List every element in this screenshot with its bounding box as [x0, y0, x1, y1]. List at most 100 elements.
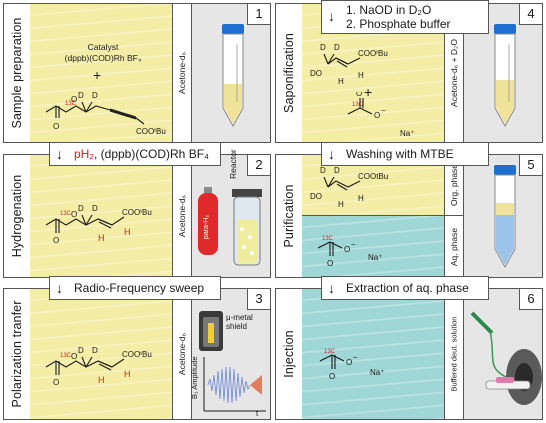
- plus-sign: +: [364, 84, 373, 100]
- coo-tbu: COOᵗBu: [122, 208, 152, 217]
- solvent-label: Acetone-d₆ + D₂O: [449, 39, 459, 107]
- molecule-acetate: O O − 13C Na⁺: [317, 236, 382, 268]
- hydrogen-1: H: [338, 200, 344, 209]
- carbonyl-o: O: [53, 378, 59, 387]
- extraction-text: Extraction of aq. phase: [346, 281, 469, 295]
- panel-number: 6: [519, 289, 542, 310]
- sodium-ion: Na⁺: [400, 129, 414, 138]
- carboxylate-o: O: [344, 245, 350, 254]
- rf-sweep-text: Radio-Frequency sweep: [74, 281, 205, 295]
- panel-label: Saponification: [282, 33, 296, 113]
- carboxylate-o: O: [346, 358, 352, 367]
- panel-content: Catalyst (dppb)(COD)Rh BF₄ + O O 13C D D…: [30, 4, 174, 142]
- reactor-icon: [232, 189, 262, 266]
- hydrogen-2: H: [358, 71, 364, 80]
- axis-y-label: B₁ Amplitude: [190, 356, 199, 399]
- mri-injection-icon: [470, 311, 542, 405]
- solvent-strip: Acetone-d₆: [172, 4, 192, 142]
- hydrogen-1: H: [98, 375, 105, 385]
- solvent-strip: Acetone-d₆: [172, 155, 192, 277]
- step-saponification-reagents: ↓ 1. NaOD in D₂O 2. Phosphate buffer: [321, 0, 489, 34]
- coo-tbu: COOᵗBu: [136, 127, 166, 136]
- carbonyl-o: O: [356, 92, 362, 98]
- c13-label: 13C: [324, 349, 336, 355]
- coo-tbu: COOtBu: [358, 172, 388, 181]
- step-hydrogenation-reagents: ↓ pH₂, (dppb)(COD)Rh BF₄: [49, 142, 221, 166]
- hydrogen-1: H: [338, 77, 344, 86]
- minus-sign: −: [353, 353, 358, 362]
- deuterium-2: D: [92, 346, 98, 355]
- plus-sign: +: [93, 67, 102, 83]
- ester-o: O: [71, 95, 77, 104]
- para-h2-cylinder-icon: para-H₂: [198, 187, 218, 255]
- molecule-allyl-ester: O O 13C D D COOᵗBu H H: [45, 204, 152, 245]
- coo-tbu: COOᵗBu: [122, 350, 152, 359]
- step-washing: ↓ Washing with MTBE: [321, 142, 489, 166]
- catalyst-line2: (dppb)(COD)Rh BF₄: [64, 53, 142, 63]
- panel-number: 3: [247, 289, 270, 310]
- panel-purification: Purification DO D D COOtBu H H O O − 13C: [275, 154, 543, 278]
- carbonyl-o: O: [53, 236, 59, 245]
- rf-sweep-plot: [203, 357, 266, 412]
- molecule-propargyl-ester: O O 13C D D COOᵗBu: [45, 91, 166, 136]
- solvent-strip: Buffered deut. solution: [444, 289, 464, 419]
- panel-graphic: [192, 4, 270, 142]
- sample-tube-icon: [222, 24, 244, 128]
- carbonyl-o: O: [327, 259, 333, 268]
- hydrogen-2: H: [124, 369, 131, 379]
- panel-label: Polarization tranfer: [10, 300, 24, 408]
- panel-sample-preparation: Sample preparation Catalyst (dppb)(COD)R…: [3, 3, 271, 143]
- hydroxyl: DO: [310, 192, 322, 201]
- down-arrow-icon: ↓: [328, 146, 335, 162]
- side-label-box: Polarization tranfer: [4, 289, 31, 419]
- panel-content: O O − 13C Na⁺: [302, 289, 446, 419]
- down-arrow-icon: ↓: [56, 280, 63, 296]
- axis-x-label: t: [256, 409, 259, 418]
- side-label-box: Sample preparation: [4, 4, 31, 142]
- side-label-box: Injection: [276, 289, 303, 419]
- hydrogen-2: H: [358, 194, 364, 203]
- reagent-line2: 2. Phosphate buffer: [346, 17, 451, 31]
- solvent-label: Acetone-d₆: [177, 51, 187, 95]
- hydrogen-1: H: [98, 233, 105, 243]
- down-arrow-icon: ↓: [328, 280, 335, 296]
- sample-tube-icon: [494, 165, 516, 269]
- down-arrow-icon: ↓: [328, 8, 335, 24]
- step-extraction: ↓ Extraction of aq. phase: [321, 276, 489, 300]
- sample-tube-icon: [494, 24, 516, 128]
- panel-label: Hydrogenation: [10, 174, 24, 258]
- panel-polarization-transfer: Polarization tranfer O O 13C D D COOᵗBu …: [3, 288, 271, 420]
- c13-label: 13C: [60, 353, 72, 359]
- c13-label: 13C: [322, 236, 334, 242]
- para-h2-label: para-H₂: [203, 215, 210, 239]
- deuterium-2: D: [92, 204, 98, 213]
- panel-number: 2: [247, 155, 270, 176]
- side-label-box: Saponification: [276, 4, 303, 142]
- reactor-label: Reactor: [228, 149, 238, 179]
- solvent-strip-org: Org. phase: [444, 155, 464, 215]
- molecule-allyl-alcohol: DO D D COOtBu H H: [310, 166, 388, 209]
- step-rf-sweep: ↓ Radio-Frequency sweep: [49, 276, 221, 300]
- deuterium-1: D: [320, 43, 326, 52]
- ester-o: O: [71, 352, 77, 361]
- hydroxyl: DO: [310, 69, 322, 78]
- coo-tbu: COOᵗBu: [358, 49, 388, 58]
- panel-graphic: μ-metal shield B₁ Amplitude t: [190, 289, 270, 419]
- aq-phase-label: Aq. phase: [449, 227, 459, 266]
- catalyst-label: Catalyst (dppb)(COD)Rh BF₄: [48, 42, 158, 64]
- molecule-allyl-alcohol: DO D D COOᵗBu H H: [310, 43, 388, 86]
- catalyst-text: , (dppb)(COD)Rh BF₄: [94, 147, 209, 161]
- ester-o: O: [71, 210, 77, 219]
- solvent-label: Acetone-d₆: [177, 332, 187, 376]
- deuterium-1: D: [78, 204, 84, 213]
- sodium-ion: Na⁺: [370, 368, 384, 377]
- down-arrow-icon: ↓: [56, 146, 63, 162]
- catalyst-line1: Catalyst: [87, 42, 119, 52]
- solvent-label: Acetone-d₆: [177, 194, 187, 238]
- reagent-line1: 1. NaOD in D₂O: [346, 3, 432, 17]
- deuterium-1: D: [78, 346, 84, 355]
- washing-text: Washing with MTBE: [346, 147, 454, 161]
- panel-content: O O 13C D D COOᵗBu H H: [30, 289, 174, 419]
- minus-sign: −: [381, 106, 386, 115]
- panel-number: 5: [519, 155, 542, 176]
